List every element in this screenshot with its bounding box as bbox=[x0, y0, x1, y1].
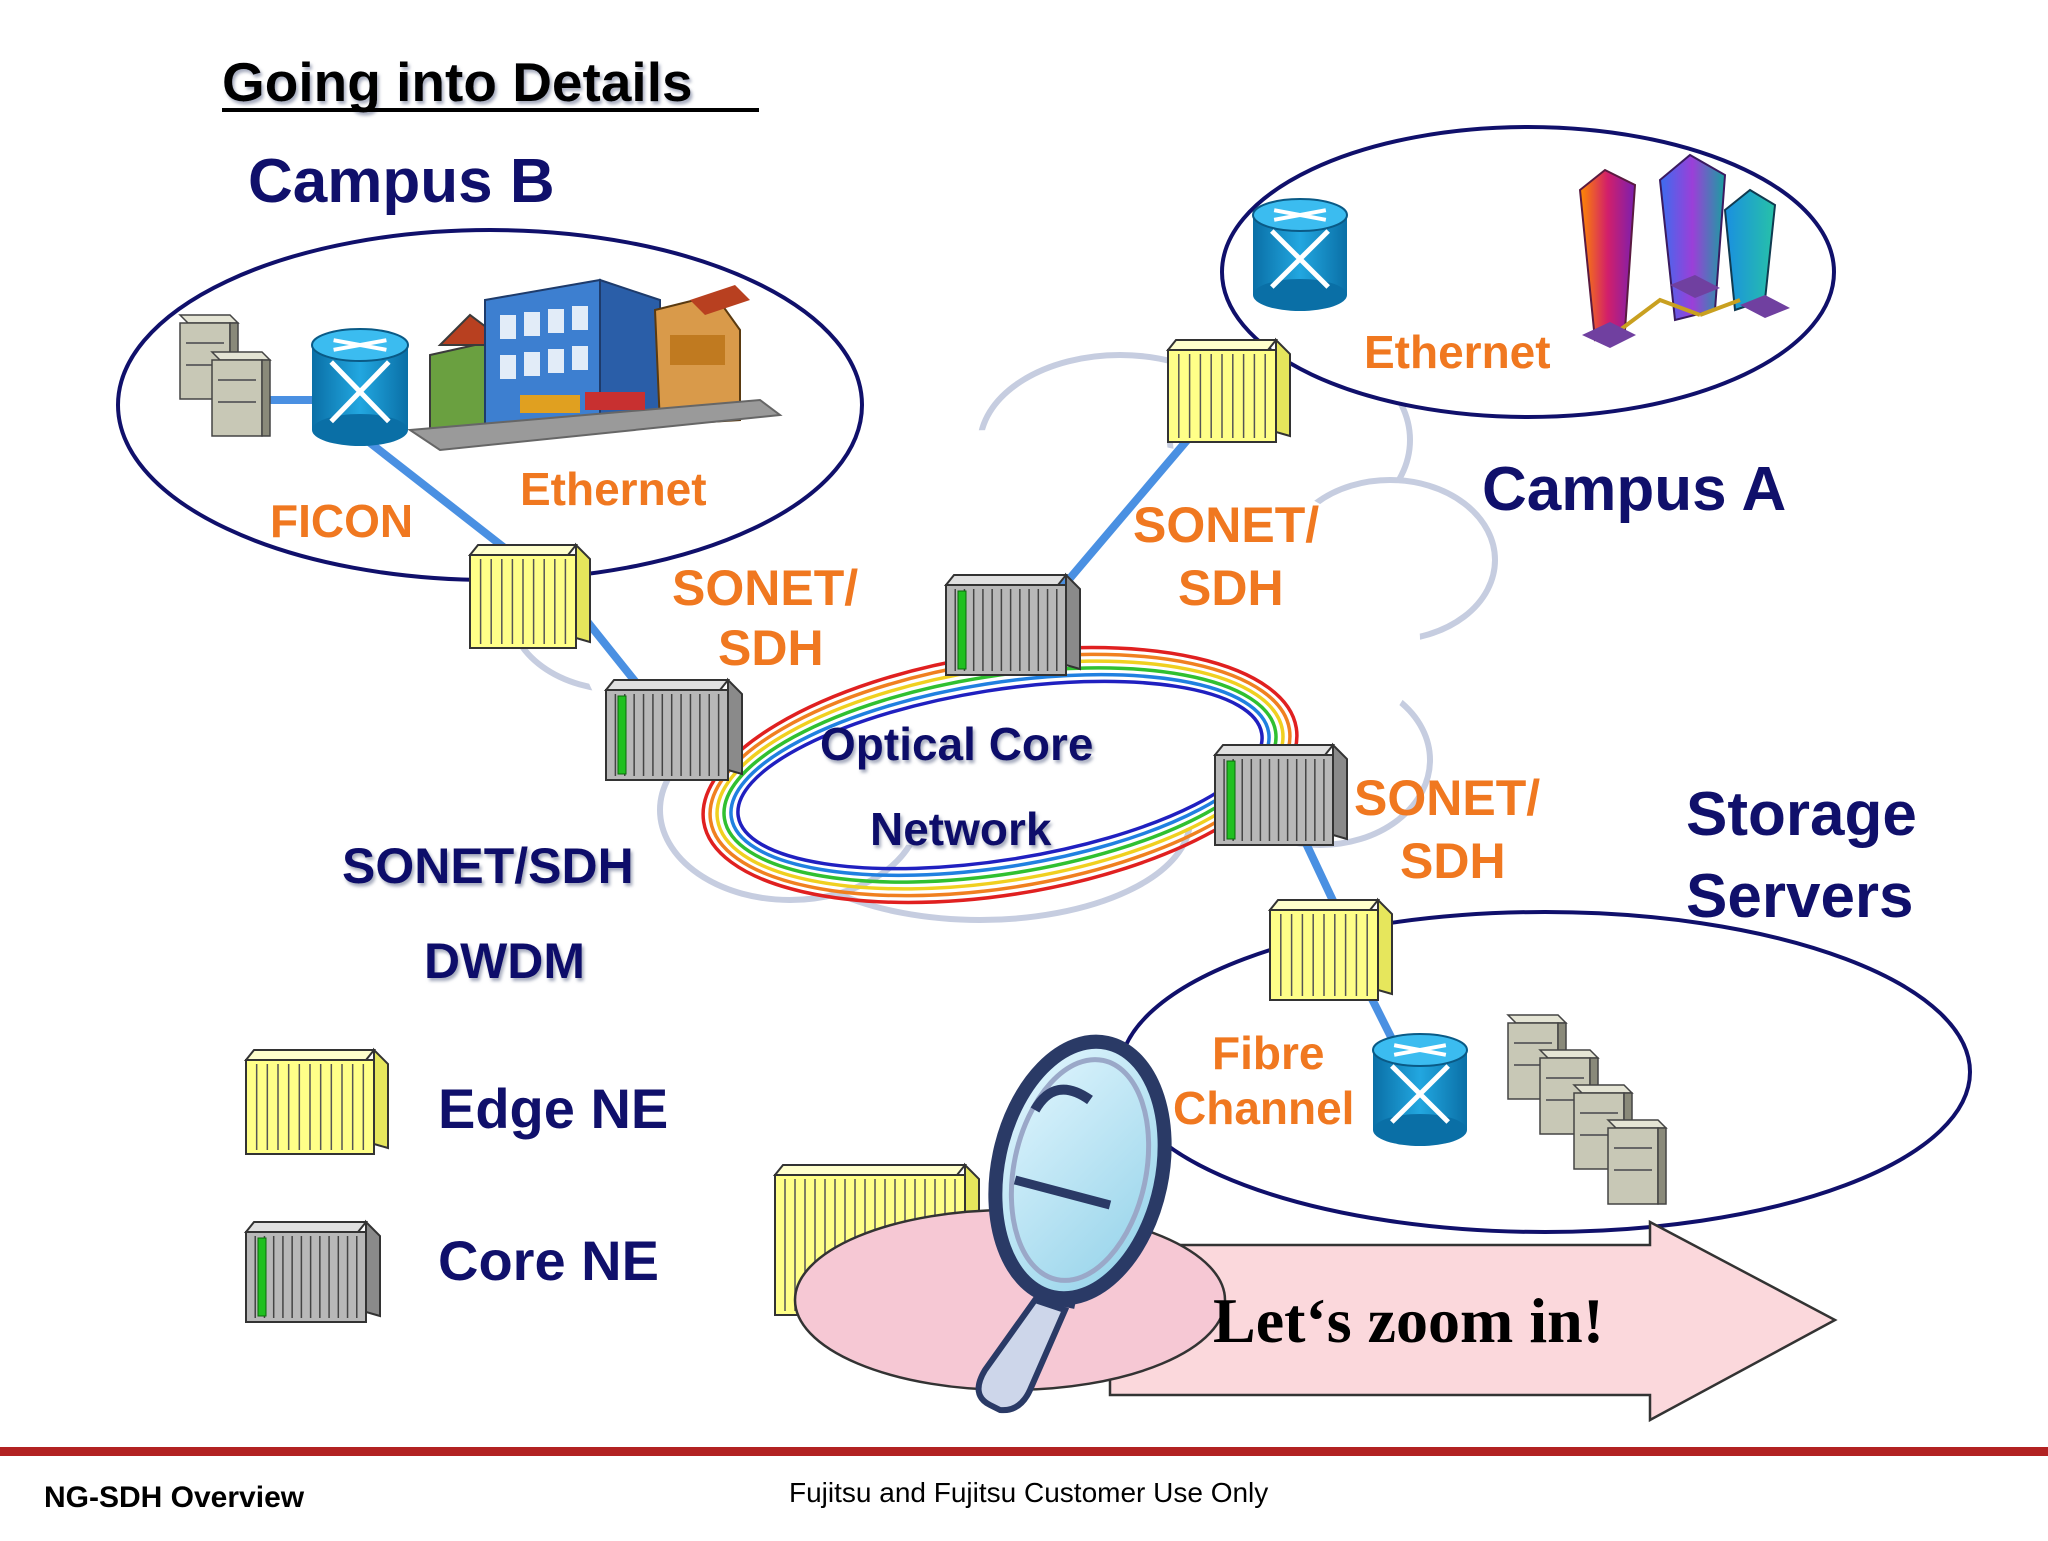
sonet-b-line2: SDH bbox=[718, 620, 824, 676]
zoom-callout-text: Let‘s zoom in! bbox=[1213, 1285, 1604, 1356]
optical-ring bbox=[701, 645, 1299, 905]
fibre-label: Fibre bbox=[1212, 1027, 1324, 1079]
campus-a-label: Campus A bbox=[1482, 455, 1786, 524]
optical-core-label: Optical Core bbox=[820, 718, 1094, 770]
ficon-label: FICON bbox=[270, 495, 413, 547]
zoom-arrow-shape bbox=[1108, 1219, 1838, 1423]
core-ne-north bbox=[943, 572, 1081, 676]
office-building-icon bbox=[407, 278, 783, 452]
ring-fiber-line bbox=[722, 666, 1278, 884]
storage-label: Storage bbox=[1686, 780, 1917, 849]
legend-edge-ne-icon bbox=[243, 1047, 389, 1155]
slide-title: Going into Details bbox=[222, 51, 693, 113]
ring-fiber-line bbox=[729, 672, 1271, 878]
ring-fiber-line bbox=[736, 679, 1264, 871]
legend-core-ne-icon bbox=[243, 1219, 381, 1323]
sonet-a-line1: SONET/ bbox=[1133, 497, 1319, 553]
ethernet-b-label: Ethernet bbox=[520, 463, 707, 515]
edge-ne-campus-a bbox=[1165, 337, 1291, 443]
dwdm-tech-label: DWDM bbox=[424, 933, 585, 989]
router-storage bbox=[1372, 1033, 1468, 1146]
footer-left: NG-SDH Overview bbox=[44, 1481, 305, 1514]
legend-edge-label: Edge NE bbox=[438, 1077, 668, 1140]
footer-center: Fujitsu and Fujitsu Customer Use Only bbox=[789, 1477, 1268, 1508]
server-icon bbox=[178, 314, 272, 437]
footer-rule bbox=[0, 1447, 2048, 1456]
sonet-sdh-tech-label: SONET/SDH bbox=[342, 838, 634, 894]
sonet-s-line2: SDH bbox=[1400, 833, 1506, 889]
network-elements bbox=[243, 337, 1393, 1323]
edge-ne-storage bbox=[1267, 897, 1393, 1001]
storage-tower-icon bbox=[1578, 153, 1790, 348]
legend-core-label: Core NE bbox=[438, 1229, 659, 1292]
storage-server bbox=[1606, 1119, 1668, 1205]
router-campus-b bbox=[311, 328, 409, 446]
sonet-s-line1: SONET/ bbox=[1354, 770, 1540, 826]
core-ne-east bbox=[1212, 742, 1348, 846]
edge-ne-campus-b bbox=[467, 542, 591, 649]
campus-b-label: Campus B bbox=[248, 147, 555, 216]
server-tower bbox=[210, 351, 272, 437]
ethernet-a-label: Ethernet bbox=[1364, 326, 1551, 378]
core-ne-west bbox=[603, 677, 743, 781]
magnifier-icon bbox=[975, 1034, 1172, 1414]
router-icons bbox=[311, 198, 1468, 1146]
server-rack-icon bbox=[1506, 1014, 1668, 1205]
network-label: Network bbox=[870, 803, 1052, 855]
channel-label: Channel bbox=[1173, 1082, 1354, 1134]
sonet-b-line1: SONET/ bbox=[672, 560, 858, 616]
router-campus-a bbox=[1252, 198, 1348, 311]
sonet-a-line2: SDH bbox=[1178, 560, 1284, 616]
servers-label: Servers bbox=[1686, 862, 1914, 931]
